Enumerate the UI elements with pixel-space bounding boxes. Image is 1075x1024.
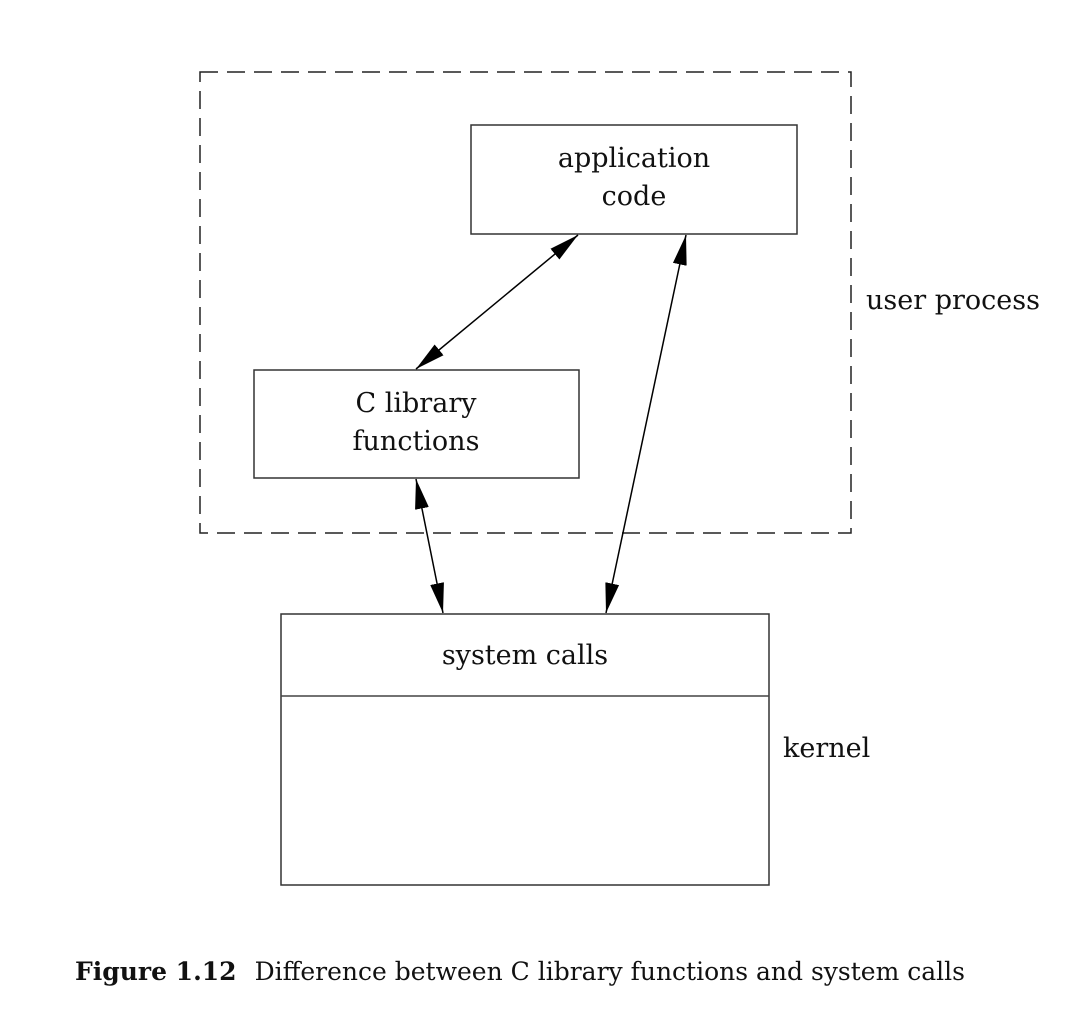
figure-caption-text: Difference between C library functions a… (255, 957, 965, 986)
kernel-label: kernel (783, 733, 870, 764)
figure-number: Figure 1.12 (75, 957, 237, 986)
arrow-app-to-syscalls (605, 234, 687, 614)
c-library-label-line2: functions (353, 426, 480, 457)
system-calls-label: system calls (442, 640, 608, 671)
application-code-label-line1: application (558, 143, 710, 174)
kernel-box (280, 613, 770, 886)
figure-caption: Figure 1.12 Difference between C library … (75, 957, 965, 986)
arrow-clib-to-syscalls (415, 478, 444, 614)
c-library-box (253, 369, 580, 479)
c-library-label-line1: C library (356, 388, 478, 419)
arrow-app-to-clib (415, 234, 579, 370)
user-process-region (199, 71, 852, 534)
application-code-box (470, 124, 798, 235)
application-code-label-line2: code (602, 181, 667, 212)
user-process-label: user process (866, 285, 1040, 316)
